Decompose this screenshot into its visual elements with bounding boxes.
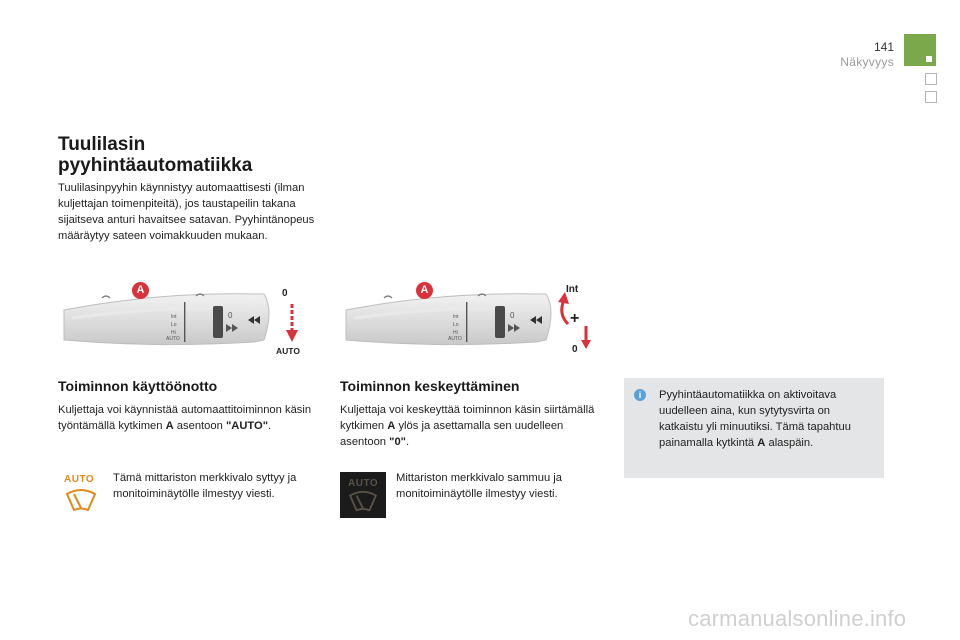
svg-text:AUTO: AUTO bbox=[166, 336, 180, 342]
svg-text:Int: Int bbox=[171, 314, 177, 320]
info-note-text: Pyyhintäautomatiikka on aktivoitava uude… bbox=[659, 389, 851, 449]
deactivation-text: Kuljettaja voi keskeyttää toiminnon käsi… bbox=[340, 404, 595, 448]
wiper-stalk-illustration-int: Int Lo Hi AUTO 0 A Int + 0 bbox=[340, 278, 602, 362]
position-label-int: Int bbox=[566, 284, 579, 295]
auto-icon-label: AUTO bbox=[64, 474, 95, 485]
svg-text:Int: Int bbox=[453, 314, 459, 320]
svg-text:Hi: Hi bbox=[171, 330, 176, 336]
callout-a-badge: A bbox=[416, 282, 433, 299]
svg-text:0: 0 bbox=[510, 311, 515, 320]
page-number: 141 bbox=[873, 40, 894, 54]
title-line2: pyyhintäautomatiikka bbox=[58, 155, 253, 176]
section-name: Näkyvyys bbox=[840, 55, 894, 69]
nav-box bbox=[925, 91, 937, 103]
auto-wiper-off-icon: AUTO bbox=[340, 472, 386, 518]
svg-text:0: 0 bbox=[228, 311, 233, 320]
watermark: carmanualsonline.info bbox=[688, 606, 907, 631]
intro-text: Tuulilasinpyyhin käynnistyy automaattise… bbox=[58, 182, 315, 242]
auto-wiper-warning-icon: AUTO bbox=[58, 472, 104, 518]
deactivation-heading: Toiminnon keskeyttäminen bbox=[340, 378, 520, 394]
arrow-down-icon bbox=[286, 304, 298, 342]
position-label-0: 0 bbox=[572, 344, 578, 355]
windshield-wiper-icon bbox=[348, 490, 378, 512]
section-tab bbox=[904, 34, 936, 66]
activation-heading: Toiminnon käyttöönotto bbox=[58, 378, 218, 394]
activation-indicator-text: Tämä mittariston merkkivalo syttyy ja mo… bbox=[113, 472, 297, 500]
nav-box bbox=[925, 73, 937, 85]
arrow-down-icon bbox=[581, 326, 591, 349]
deactivation-indicator-text: Mittariston merkkivalo sammuu ja monitoi… bbox=[396, 472, 562, 500]
windshield-wiper-icon bbox=[65, 489, 97, 512]
wiper-stalk-illustration-auto: Int Lo Hi AUTO 0 A 0 AUTO bbox=[58, 278, 310, 362]
svg-text:Lo: Lo bbox=[171, 322, 177, 328]
arrow-up-icon bbox=[558, 292, 570, 326]
info-note-box: i Pyyhintäautomatiikka on aktivoitava uu… bbox=[624, 378, 884, 478]
info-icon: i bbox=[634, 389, 646, 401]
callout-a-badge: A bbox=[132, 282, 149, 299]
svg-text:Hi: Hi bbox=[453, 330, 458, 336]
position-label-0: 0 bbox=[282, 288, 288, 299]
plus-icon: + bbox=[570, 310, 580, 327]
title-line1: Tuulilasin bbox=[58, 134, 146, 155]
auto-icon-label: AUTO bbox=[348, 478, 379, 489]
svg-text:Lo: Lo bbox=[453, 322, 459, 328]
activation-text: Kuljettaja voi käynnistää automaattitoim… bbox=[58, 404, 312, 432]
page-title: Tuulilasin pyyhintäautomatiikka bbox=[58, 134, 318, 176]
svg-text:AUTO: AUTO bbox=[448, 336, 462, 342]
position-label-auto: AUTO bbox=[276, 346, 300, 356]
